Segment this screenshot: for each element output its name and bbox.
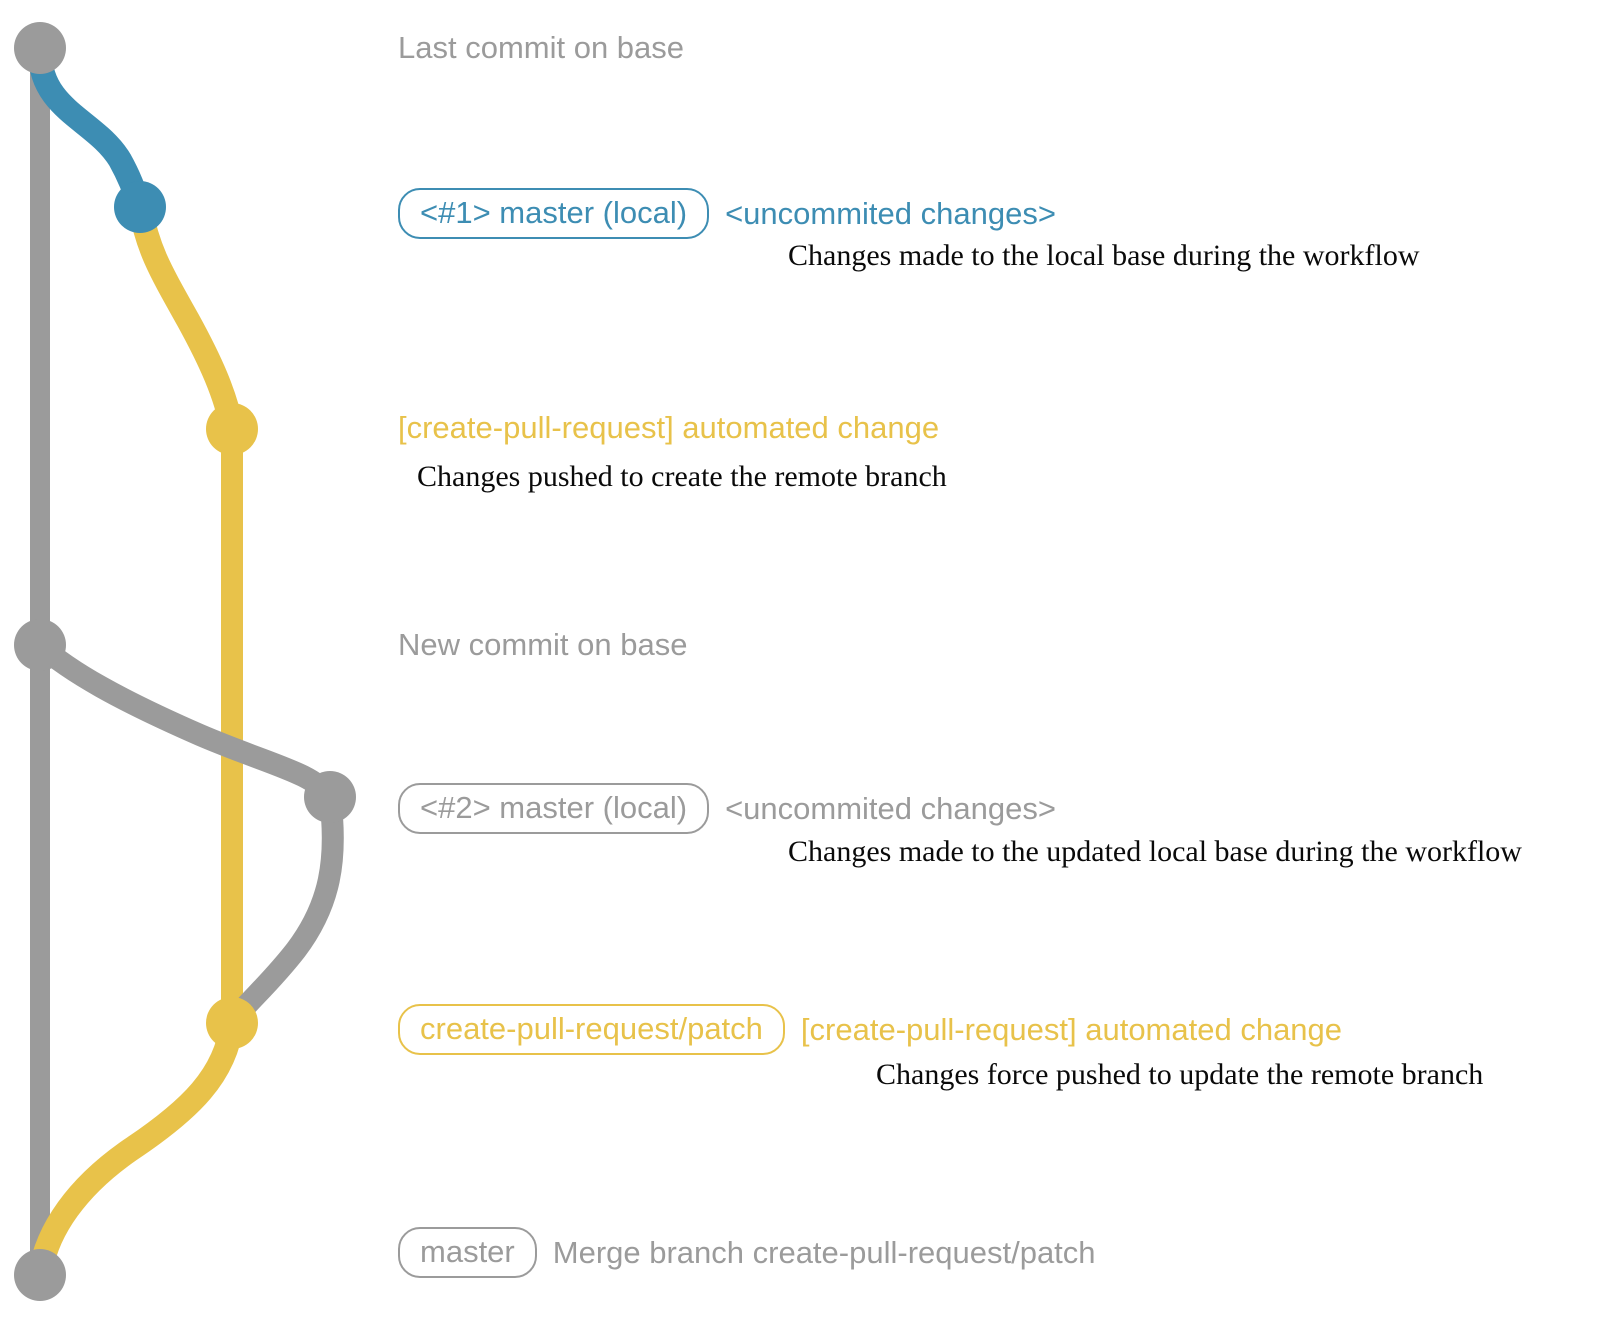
node-new-commit-on-base	[14, 619, 66, 671]
node-master-merge	[14, 1249, 66, 1301]
node-automated-change-2	[206, 997, 258, 1049]
edge-patch-2-to-master	[28, 1011, 244, 1287]
node-master-local-1	[114, 181, 166, 233]
entry-new-commit-on-base: New commit on base	[398, 629, 687, 660]
edge-local-2-to-patch-2	[221, 786, 344, 1034]
entry-master-local-2: <#2> master (local) <uncommited changes>	[398, 783, 1056, 834]
branch-badge-master-local-2[interactable]: <#2> master (local)	[398, 783, 710, 834]
node-automated-change-1	[206, 403, 258, 455]
git-graph-svg	[14, 22, 356, 1301]
entry-master-local-1: <#1> master (local) <uncommited changes>	[398, 188, 1056, 239]
commit-message: New commit on base	[398, 627, 688, 662]
entry-last-commit-on-base: Last commit on base	[398, 32, 684, 63]
entry-description-automated-change-1: Changes pushed to create the remote bran…	[417, 460, 947, 493]
branch-badge-master[interactable]: master	[398, 1227, 537, 1278]
edge-base-to-local-1	[28, 40, 152, 219]
commit-message: [create-pull-request] automated change	[800, 1012, 1343, 1047]
node-master-local-2	[304, 771, 356, 823]
branch-badge-create-pull-request-patch[interactable]: create-pull-request/patch	[398, 1004, 785, 1055]
entry-description-master-local-1: Changes made to the local base during th…	[788, 239, 1420, 272]
entry-automated-change-1: [create-pull-request] automated change	[398, 412, 939, 443]
entry-master-merge: master Merge branch create-pull-request/…	[398, 1227, 1096, 1278]
edge-local-1-to-patch-1	[128, 195, 244, 441]
commit-message: <uncommited changes>	[725, 196, 1056, 231]
branch-badge-master-local-1[interactable]: <#1> master (local)	[398, 188, 710, 239]
entry-automated-change-2: create-pull-request/patch [create-pull-r…	[398, 1004, 1342, 1055]
commit-message: Merge branch create-pull-request/patch	[552, 1235, 1096, 1270]
entry-description-automated-change-2: Changes force pushed to update the remot…	[876, 1058, 1484, 1091]
entry-description-master-local-2: Changes made to the updated local base d…	[788, 835, 1522, 868]
commit-message: Last commit on base	[398, 30, 685, 65]
node-last-commit-on-base	[14, 22, 66, 74]
commit-message: <uncommited changes>	[725, 791, 1056, 826]
edge-base-to-local-2	[29, 634, 341, 808]
commit-message: [create-pull-request] automated change	[398, 410, 940, 445]
